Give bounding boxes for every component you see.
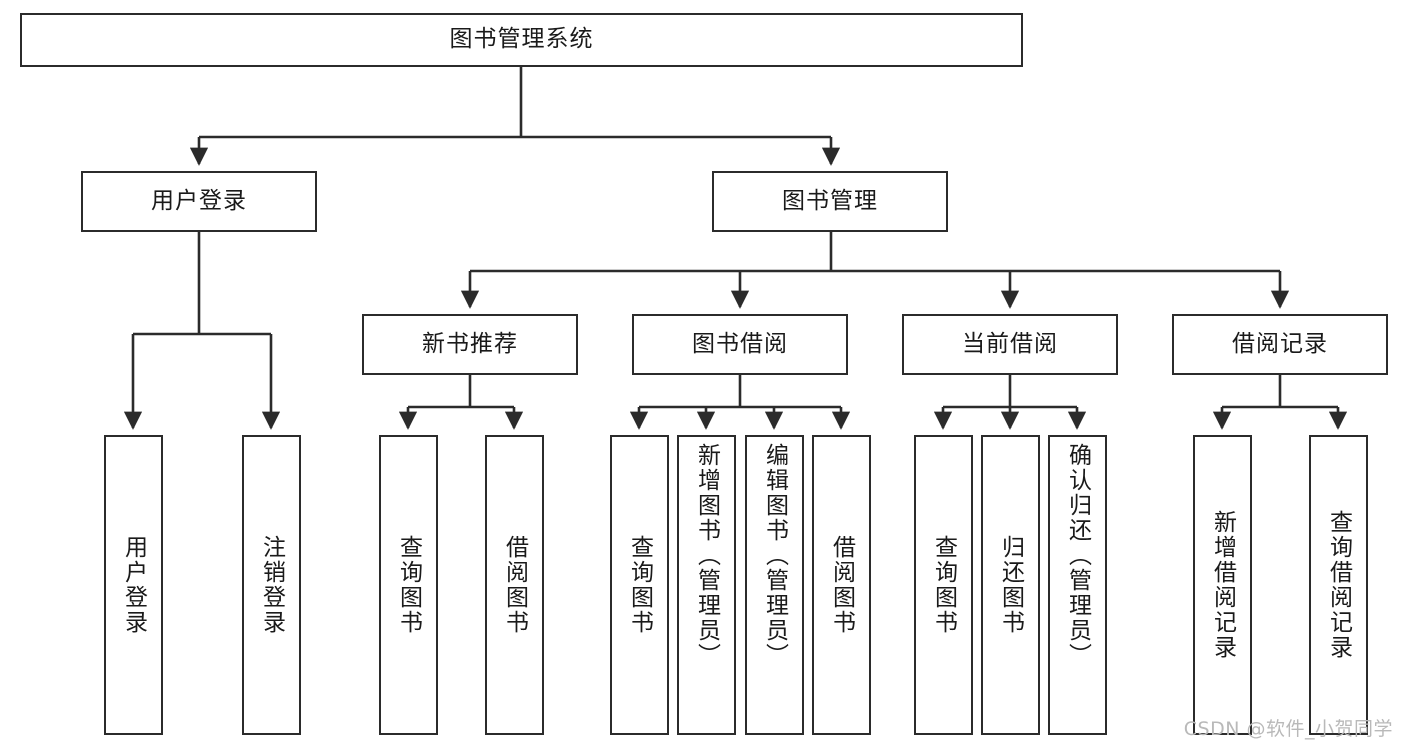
node-user-login-label: 用户登录 xyxy=(151,187,247,214)
node-root-label: 图书管理系统 xyxy=(449,26,594,53)
node-new-book-rec[interactable]: 新书推荐 xyxy=(362,314,578,375)
node-leaf-current-return[interactable]: 归还图书 xyxy=(981,435,1040,735)
node-new-book-rec-label: 新书推荐 xyxy=(422,330,518,357)
node-leaf-current-return-label: 归还图书 xyxy=(997,535,1024,635)
node-leaf-rec-borrow-label: 借阅图书 xyxy=(501,535,528,635)
node-leaf-current-confirm-label: 确认归还（管理员） xyxy=(1064,443,1091,668)
node-book-borrow-label: 图书借阅 xyxy=(692,330,788,357)
node-leaf-current-confirm[interactable]: 确认归还（管理员） xyxy=(1048,435,1107,735)
node-leaf-record-query[interactable]: 查询借阅记录 xyxy=(1309,435,1368,735)
node-leaf-borrow-edit[interactable]: 编辑图书（管理员） xyxy=(745,435,804,735)
node-leaf-record-query-label: 查询借阅记录 xyxy=(1325,510,1352,660)
node-leaf-borrow-lend-label: 借阅图书 xyxy=(828,535,855,635)
node-leaf-borrow-query[interactable]: 查询图书 xyxy=(610,435,669,735)
node-leaf-user-logout-label: 注销登录 xyxy=(258,535,285,635)
node-current-borrow[interactable]: 当前借阅 xyxy=(902,314,1118,375)
node-leaf-user-login[interactable]: 用户登录 xyxy=(104,435,163,735)
node-leaf-current-query-label: 查询图书 xyxy=(930,535,957,635)
node-leaf-borrow-add-label: 新增图书（管理员） xyxy=(693,443,720,668)
csdn-watermark: CSDN @软件_小贺同学 xyxy=(1183,718,1393,740)
node-leaf-user-logout[interactable]: 注销登录 xyxy=(242,435,301,735)
node-leaf-borrow-lend[interactable]: 借阅图书 xyxy=(812,435,871,735)
node-book-manage[interactable]: 图书管理 xyxy=(712,171,948,232)
node-book-manage-label: 图书管理 xyxy=(782,187,878,214)
node-leaf-borrow-add[interactable]: 新增图书（管理员） xyxy=(677,435,736,735)
node-leaf-current-query[interactable]: 查询图书 xyxy=(914,435,973,735)
node-leaf-record-add[interactable]: 新增借阅记录 xyxy=(1193,435,1252,735)
node-current-borrow-label: 当前借阅 xyxy=(962,330,1058,357)
node-leaf-borrow-edit-label: 编辑图书（管理员） xyxy=(761,443,788,668)
node-borrow-record[interactable]: 借阅记录 xyxy=(1172,314,1388,375)
node-root[interactable]: 图书管理系统 xyxy=(20,13,1023,67)
node-leaf-rec-borrow[interactable]: 借阅图书 xyxy=(485,435,544,735)
node-user-login[interactable]: 用户登录 xyxy=(81,171,317,232)
node-book-borrow[interactable]: 图书借阅 xyxy=(632,314,848,375)
node-leaf-rec-query[interactable]: 查询图书 xyxy=(379,435,438,735)
node-borrow-record-label: 借阅记录 xyxy=(1232,330,1328,357)
node-leaf-record-add-label: 新增借阅记录 xyxy=(1209,510,1236,660)
node-leaf-borrow-query-label: 查询图书 xyxy=(626,535,653,635)
node-leaf-rec-query-label: 查询图书 xyxy=(395,535,422,635)
node-leaf-user-login-label: 用户登录 xyxy=(120,535,147,635)
